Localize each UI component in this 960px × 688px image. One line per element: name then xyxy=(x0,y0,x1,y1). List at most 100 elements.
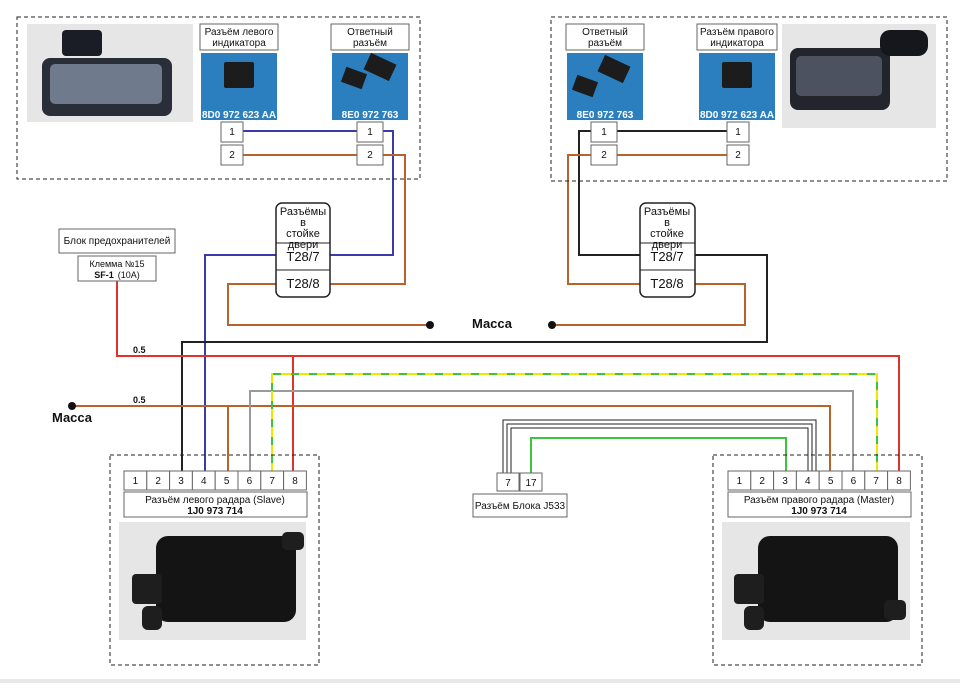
wire-can-high-3 xyxy=(510,427,809,473)
j533-connector: 7 17 Разъём Блока J533 xyxy=(472,472,568,518)
door-left-t2: T28/8 xyxy=(286,276,319,291)
right-mate-pin2: 2 xyxy=(601,150,607,161)
left-radar-pin-6: 6 xyxy=(247,476,253,487)
right-radar-photo xyxy=(722,522,910,640)
wire-black-right-mate-to-door xyxy=(578,130,640,256)
right-indicator-part: 8D0 972 623 AA xyxy=(700,110,774,121)
left-mate-pin2-box xyxy=(356,144,384,166)
left-radar-label-box xyxy=(123,491,308,518)
right-mate-part: 8E0 972 763 xyxy=(577,110,634,121)
right-radar-pin-3: 3 xyxy=(782,476,788,487)
right-radar-pin-8: 8 xyxy=(896,476,902,487)
right-radar-name: Разъём правого радара (Master) xyxy=(744,495,894,506)
ground-label-center: Масса xyxy=(472,316,513,331)
wire-brown-right-door-to-ground xyxy=(552,283,746,326)
wire-gray-pin6 xyxy=(249,390,854,473)
ground-label-left: Масса xyxy=(52,410,93,425)
j533-pin17: 17 xyxy=(525,478,537,489)
left-radar-photo xyxy=(119,522,306,640)
fuse-terminal: Клемма №15 xyxy=(89,259,144,269)
left-radar-pin-box xyxy=(283,470,307,491)
right-radar-part: 1J0 973 714 xyxy=(791,506,847,517)
wire-red-power xyxy=(116,281,900,473)
right-indicator-photo xyxy=(782,24,936,128)
wire-can-high xyxy=(506,423,813,473)
left-indicator-frame xyxy=(16,16,421,180)
j533-name: Разъём Блока J533 xyxy=(475,501,566,512)
door-right-t2: T28/8 xyxy=(650,276,683,291)
left-radar-name: Разъём левого радара (Slave) xyxy=(145,495,285,506)
wire-brown-right-mate-to-door xyxy=(567,154,640,285)
wire-brown-left-mate-to-door xyxy=(330,154,406,285)
right-indicator-pin1-box xyxy=(726,121,750,143)
wire-brown-door-to-ground xyxy=(227,283,430,326)
wires xyxy=(72,130,900,473)
wire-gauge-red: 0.5 xyxy=(133,345,146,355)
left-mate-label-box xyxy=(330,23,410,51)
right-indicator-pin2: 2 xyxy=(735,150,741,161)
left-radar-pin-5: 5 xyxy=(224,476,230,487)
left-indicator-pin2-box xyxy=(220,144,244,166)
right-indicator-frame xyxy=(550,16,948,182)
right-radar-pin-box xyxy=(887,470,911,491)
left-mate-pin1-box xyxy=(356,121,384,143)
wire-blue-left-mate-to-door xyxy=(330,130,394,256)
right-mate-label-box xyxy=(565,23,645,51)
right-mate-pin1: 1 xyxy=(601,127,607,138)
bottom-bar xyxy=(0,679,960,683)
right-radar-pin-4: 4 xyxy=(805,476,811,487)
left-mate-pin1: 1 xyxy=(367,127,373,138)
right-radar-pin-1: 1 xyxy=(737,476,743,487)
left-radar-pin-1: 1 xyxy=(133,476,139,487)
right-indicator-pin2-box xyxy=(726,144,750,166)
right-indicator-label-box xyxy=(696,23,778,51)
left-mate-part: 8E0 972 763 xyxy=(342,110,399,121)
right-radar-pin-5: 5 xyxy=(828,476,834,487)
j533-pin7: 7 xyxy=(505,478,511,489)
door-right-t1: T28/7 xyxy=(650,249,683,264)
ground-dot-center-left xyxy=(426,321,434,329)
wire-can-low xyxy=(530,437,787,473)
left-indicator-photo xyxy=(27,24,193,122)
fuse-title: Блок предохранителей xyxy=(64,236,171,247)
wire-can-high-2 xyxy=(502,419,817,473)
left-indicator-pin1-box xyxy=(220,121,244,143)
right-mate-pin2-box xyxy=(590,144,618,166)
wire-black-door-to-left-radar xyxy=(181,254,768,473)
wire-yellow-stripe-pin7 xyxy=(271,373,878,473)
left-mate-pin2: 2 xyxy=(367,150,373,161)
fuse-id-line: SF-1 (10A) xyxy=(94,270,140,280)
ground-dot-left xyxy=(68,402,76,410)
right-mate-pin1-box xyxy=(590,121,618,143)
left-indicator-part: 8D0 972 623 AA xyxy=(202,110,276,121)
left-indicator-pin1: 1 xyxy=(229,127,235,138)
fuse-rating: (10A) xyxy=(118,270,140,280)
left-radar-pin-4: 4 xyxy=(201,476,207,487)
ground-points xyxy=(68,321,556,410)
wire-blue-door-to-radar xyxy=(204,254,276,473)
right-radar-label-box xyxy=(727,491,912,518)
wire-gauge-brown: 0.5 xyxy=(133,395,146,405)
left-radar-part: 1J0 973 714 xyxy=(187,506,243,517)
right-radar-pin-7: 7 xyxy=(873,476,879,487)
wire-brown-ground-bus xyxy=(72,405,831,473)
left-radar-pin-2: 2 xyxy=(155,476,161,487)
ground-dot-center-right xyxy=(548,321,556,329)
fuse-id: SF-1 xyxy=(94,270,114,280)
left-radar-pin-8: 8 xyxy=(292,476,298,487)
fuse-block: Блок предохранителей Клемма №15 SF-1 (10A… xyxy=(58,228,176,282)
left-radar-pin-3: 3 xyxy=(178,476,184,487)
right-radar-pin-6: 6 xyxy=(851,476,857,487)
